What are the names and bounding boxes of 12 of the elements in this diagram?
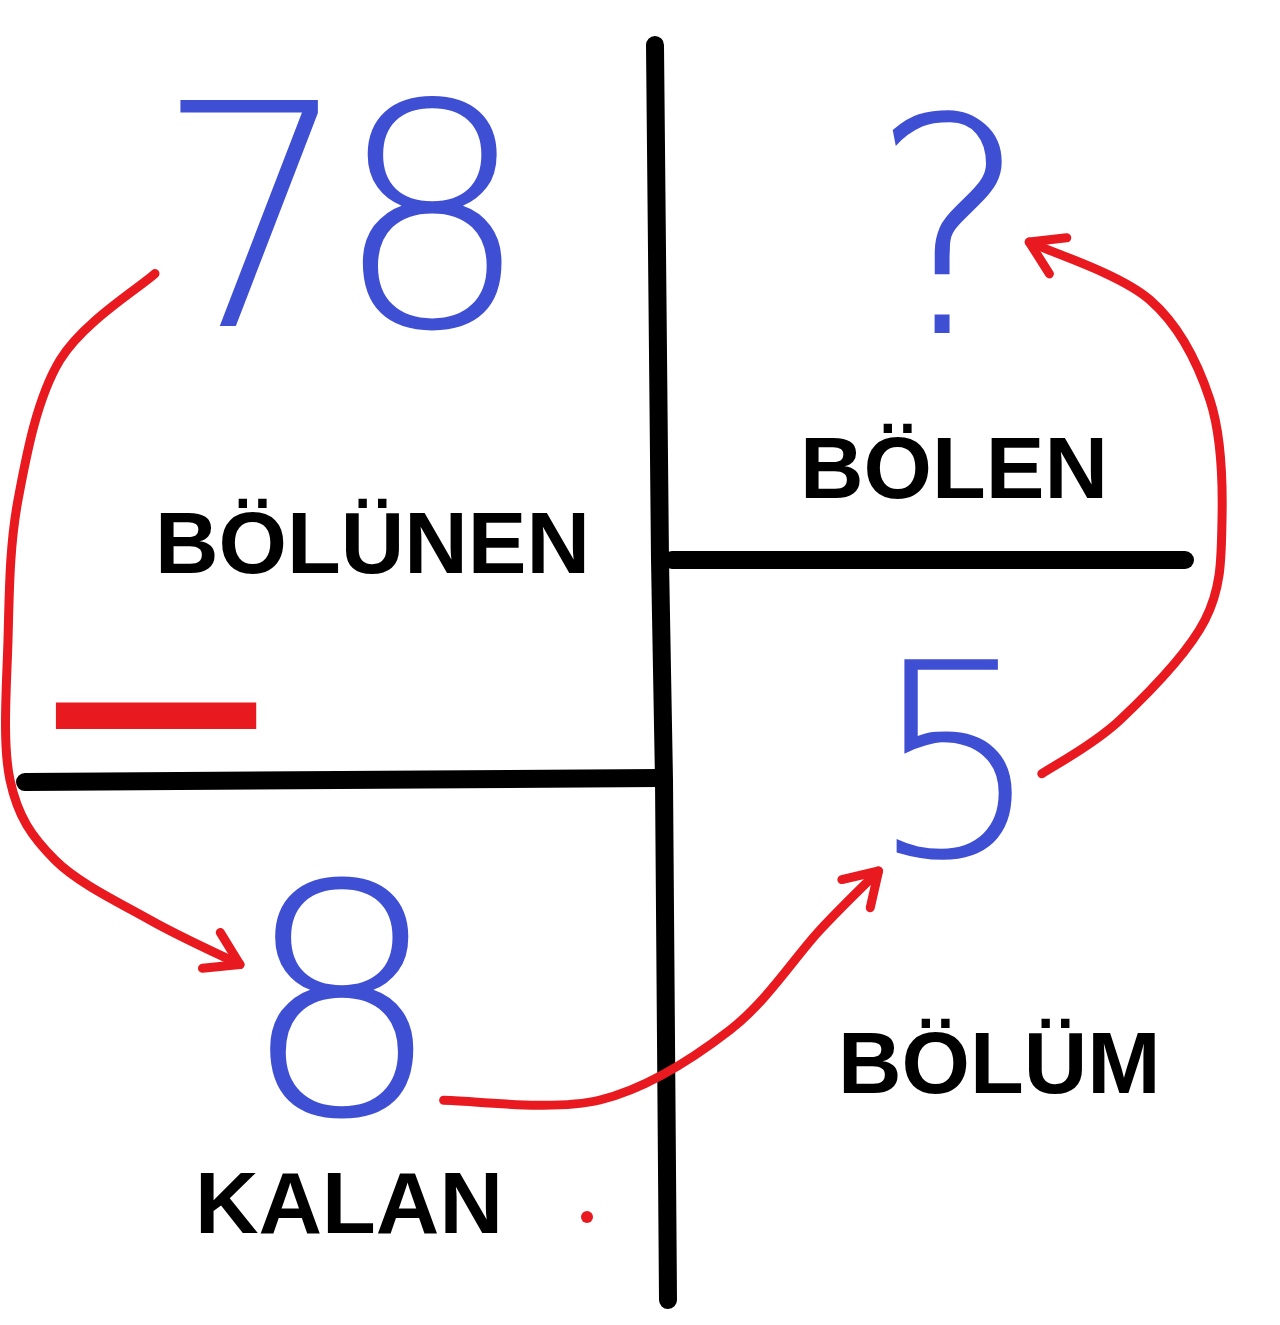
handwritten-number: 8 — [240, 875, 444, 1131]
arrow — [1024, 232, 1227, 779]
handwritten-number: 5 — [870, 655, 1042, 871]
term-label: KALAN — [195, 1152, 503, 1254]
minus-sign: − — [22, 673, 291, 737]
term-label: BÖLÜM — [838, 1012, 1161, 1114]
term-label: BÖLÜNEN — [155, 492, 591, 594]
term-label: BÖLEN — [800, 417, 1108, 519]
arrow — [1, 269, 245, 974]
handwritten-number: ? — [870, 110, 1030, 350]
arrow — [439, 866, 884, 1110]
handwritten-number: 78 — [155, 95, 513, 343]
